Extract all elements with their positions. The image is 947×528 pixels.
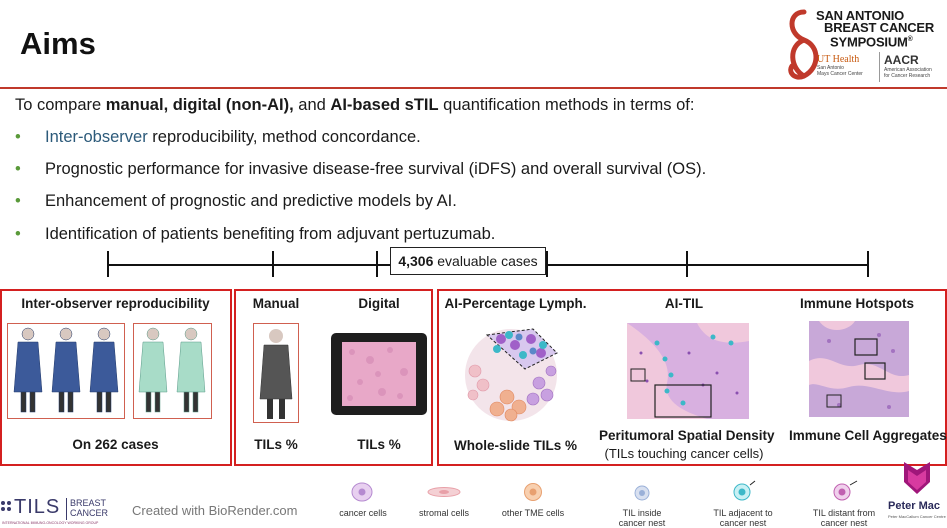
tils-cancer: CANCER bbox=[70, 508, 109, 518]
timeline-tick bbox=[272, 251, 274, 277]
bullet-text: reproducibility, method concordance. bbox=[147, 128, 421, 146]
stromal-cell-icon bbox=[427, 487, 461, 497]
sabcs-ribbon-icon bbox=[788, 9, 819, 80]
intro-text: To compare manual, digital (non-AI), and… bbox=[15, 96, 694, 115]
ut-sub2: Mays Cancer Center bbox=[817, 71, 863, 77]
intro-lead: To compare bbox=[15, 96, 106, 114]
intro-bold-2: AI-based sTIL bbox=[330, 96, 439, 114]
bullet-item: • Enhancement of prognostic and predictiv… bbox=[15, 192, 457, 211]
ai-til-heatmap bbox=[627, 323, 749, 419]
pathologists-group-green bbox=[133, 323, 212, 419]
sabcs-line3: SYMPOSIUM bbox=[830, 34, 908, 50]
petermac-subtitle: Peter MacCallum Cancer Centre bbox=[888, 514, 946, 519]
ai-til-caption: Peritumoral Spatial Density bbox=[599, 428, 775, 443]
intro-mid: and bbox=[293, 96, 331, 114]
panel-ai-methods: AI-Percentage Lymph. AI-TIL Immune Hotsp… bbox=[437, 289, 947, 466]
panel2-digital-title: Digital bbox=[358, 296, 400, 311]
bullet-highlight: Inter-observer bbox=[45, 128, 148, 146]
panel2-manual-title: Manual bbox=[252, 296, 300, 311]
bullet-item: • Prognostic performance for invasive dis… bbox=[15, 160, 706, 179]
petermac-logo: Peter Mac Peter MacCallum Cancer Centre bbox=[888, 460, 947, 528]
ai-til-title: AI-TIL bbox=[664, 296, 704, 311]
ut-health-logo: UT Health San Antonio Mays Cancer Center bbox=[817, 54, 877, 77]
ai-percentage-title: AI-Percentage Lymph. bbox=[444, 296, 587, 311]
immune-hotspots-title: Immune Hotspots bbox=[799, 296, 914, 311]
cancer-cell-icon bbox=[351, 482, 373, 502]
sabcs-reg: ® bbox=[907, 36, 913, 43]
til-distant-icon bbox=[833, 480, 858, 501]
intro-bold-1: manual, digital (non-AI), bbox=[105, 96, 294, 114]
legend-label-2: cancer nest bbox=[719, 518, 767, 528]
bullet-item: • Identification of patients benefiting f… bbox=[15, 225, 495, 244]
immune-hotspots-map bbox=[809, 321, 909, 417]
aacr-sub1: American Association bbox=[884, 67, 932, 73]
legend-label: TIL inside bbox=[622, 508, 662, 518]
pathologist-green-icons bbox=[138, 327, 206, 413]
ai-til-subcaption: (TILs touching cancer cells) bbox=[604, 446, 764, 461]
timeline-tick bbox=[107, 251, 109, 277]
tils-divider bbox=[66, 498, 67, 520]
bullet-dot: • bbox=[15, 225, 21, 243]
ut-sub1: San Antonio bbox=[817, 65, 844, 71]
timeline-tick bbox=[686, 251, 688, 277]
panel1-caption: On 262 cases bbox=[72, 437, 159, 452]
logo-divider bbox=[879, 52, 880, 82]
cases-count: 4,306 bbox=[398, 253, 434, 269]
pathologist-blue-icons bbox=[13, 327, 119, 413]
monitor-slide-icon bbox=[331, 333, 427, 415]
intro-tail: quantification methods in terms of: bbox=[438, 96, 695, 114]
til-inside-icon bbox=[634, 485, 650, 501]
digital-slide-monitor bbox=[330, 332, 428, 416]
legend-label: TIL adjacent to bbox=[713, 508, 773, 518]
legend-label: other TME cells bbox=[501, 508, 565, 518]
biorender-credit: Created with BioRender.com bbox=[132, 503, 298, 518]
panel-manual-digital: Manual Digital TILs % TILs % bbox=[234, 289, 433, 466]
legend-label: stromal cells bbox=[418, 508, 469, 518]
aacr-sub2: for Cancer Research bbox=[884, 73, 931, 79]
page-title: Aims bbox=[20, 26, 96, 61]
tils-dots-icon bbox=[1, 501, 11, 511]
tils-logo-text: TILS bbox=[14, 496, 61, 518]
timeline-tick bbox=[376, 251, 378, 277]
bullet-dot: • bbox=[15, 160, 21, 178]
bullet-dot: • bbox=[15, 192, 21, 210]
aacr-text: AACR bbox=[884, 53, 919, 67]
bullet-item: • Inter-observer reproducibility, method … bbox=[15, 128, 421, 147]
bullet-text: Enhancement of prognostic and predictive… bbox=[45, 192, 457, 210]
legend-label-2: cancer nest bbox=[820, 518, 868, 528]
legend-label: cancer cells bbox=[339, 508, 387, 518]
cell-cluster-illustration bbox=[465, 328, 558, 422]
pathologists-group-blue bbox=[7, 323, 125, 419]
legend-label-2: cancer nest bbox=[618, 518, 666, 528]
panel-interobserver: Inter-observer reproducibility On 262 ca… bbox=[0, 289, 232, 466]
legend-label: TIL distant from bbox=[812, 508, 876, 518]
pathologist-grey-icon bbox=[259, 329, 293, 419]
title-divider bbox=[0, 87, 947, 89]
tme-cell-icon bbox=[524, 483, 542, 501]
tils-subtitle: INTERNATIONAL IMMUNO-ONCOLOGY WORKING GR… bbox=[2, 521, 99, 525]
bullet-dot: • bbox=[15, 128, 21, 146]
evaluable-cases-box: 4,306 evaluable cases bbox=[390, 247, 546, 275]
panel2-digital-caption: TILs % bbox=[357, 437, 401, 452]
bullet-text: Identification of patients benefiting fr… bbox=[45, 225, 496, 243]
petermac-text: Peter Mac bbox=[888, 500, 940, 512]
sabcs-line2: BREAST CANCER bbox=[824, 20, 935, 35]
manual-pathologist-box bbox=[253, 323, 299, 423]
panel1-title: Inter-observer reproducibility bbox=[21, 296, 210, 311]
til-adjacent-icon bbox=[733, 480, 756, 501]
timeline-tick bbox=[546, 251, 548, 277]
ai-percentage-caption: Whole-slide TILs % bbox=[453, 438, 577, 453]
bullet-text: Prognostic performance for invasive dise… bbox=[45, 160, 707, 178]
panel2-manual-caption: TILs % bbox=[254, 437, 298, 452]
ut-health-text: UT Health bbox=[817, 54, 860, 65]
cases-label: evaluable cases bbox=[433, 253, 538, 269]
immune-hotspots-caption: Immune Cell Aggregates bbox=[789, 428, 947, 443]
tils-logo: TILS BREAST CANCER INTERNATIONAL IMMUNO-… bbox=[0, 496, 110, 526]
tils-breast: BREAST bbox=[70, 498, 107, 508]
sabcs-logo: SAN ANTONIO BREAST CANCER SYMPOSIUM® UT … bbox=[784, 8, 939, 84]
petermac-crest-icon bbox=[904, 462, 930, 494]
aacr-logo: AACR American Association for Cancer Res… bbox=[884, 53, 939, 79]
sabcs-line1: SAN ANTONIO bbox=[816, 8, 905, 23]
timeline-tick bbox=[867, 251, 869, 277]
